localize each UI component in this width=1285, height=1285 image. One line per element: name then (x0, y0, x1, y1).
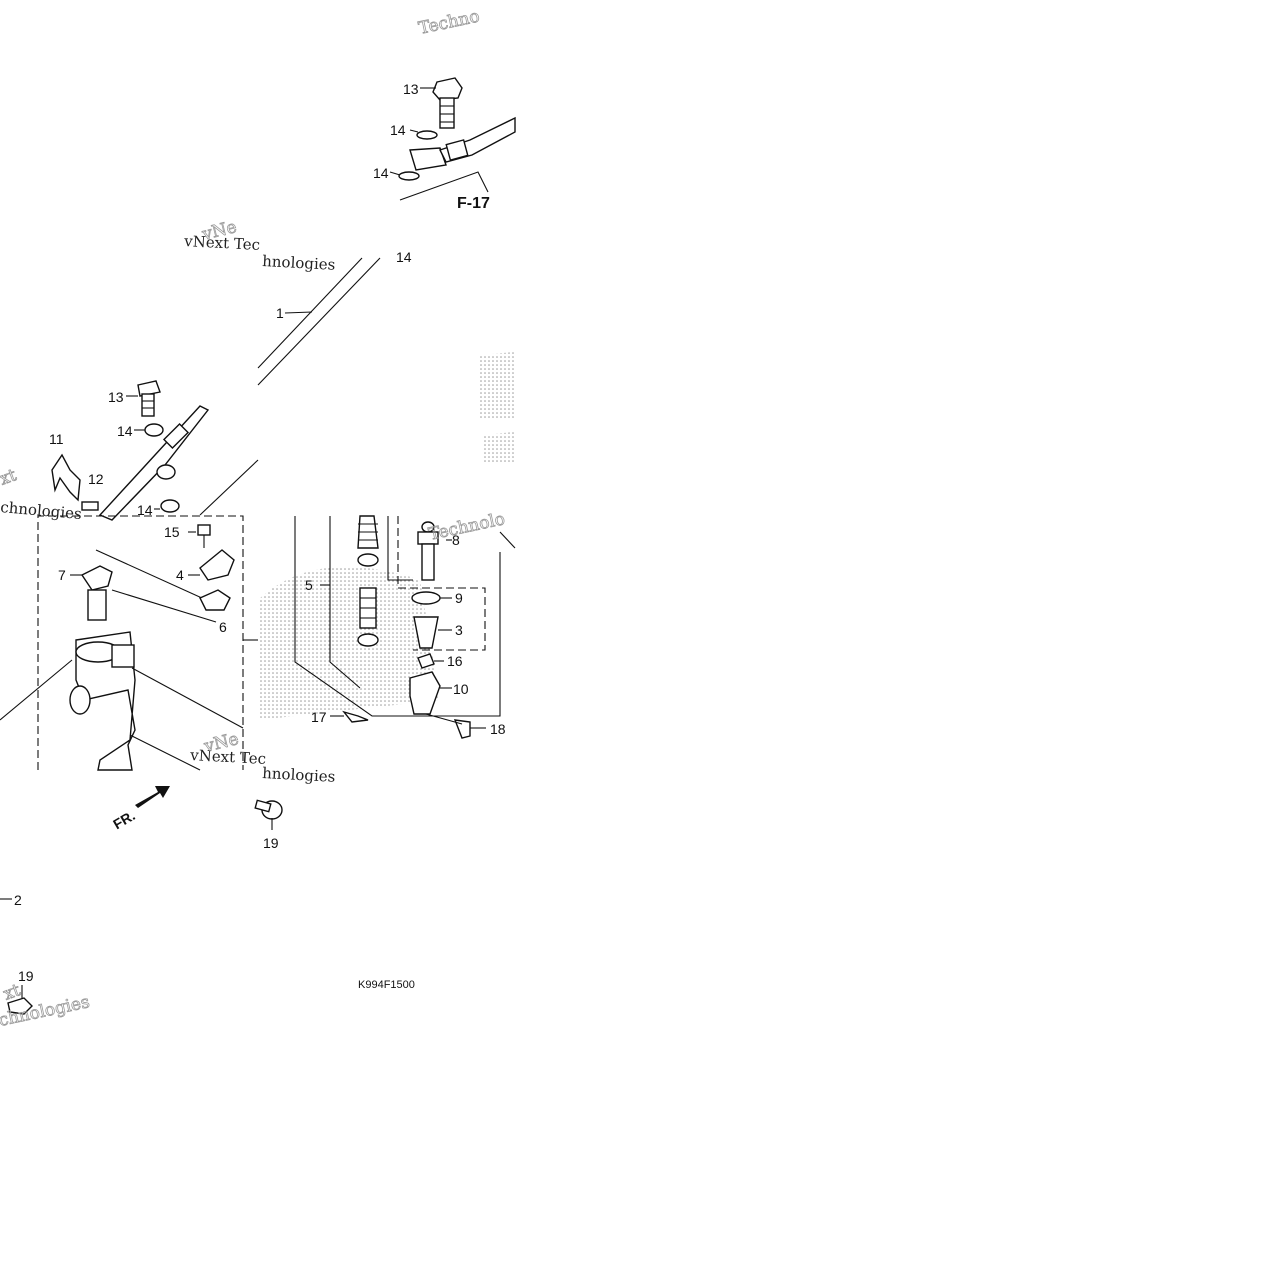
callout-4: 4 (176, 567, 184, 583)
watermark-text: hnologies (262, 252, 336, 274)
watermark-text: hnologies (262, 764, 336, 786)
pushrod-parts (330, 521, 516, 739)
watermark-text: vNext Tec (183, 232, 261, 254)
piston-spring (357, 515, 379, 647)
callout-18: 18 (490, 721, 506, 737)
watermark-text: xt (1, 980, 23, 1004)
callout-16: 16 (447, 653, 463, 669)
callout-7: 7 (58, 567, 66, 583)
callout-14: 14 (390, 122, 406, 138)
watermark-text: vNext Tec (189, 746, 267, 768)
left-banjo-assembly (98, 380, 259, 521)
callout-14: 14 (396, 249, 412, 265)
callout-6: 6 (219, 619, 227, 635)
callout-8: 8 (452, 532, 460, 548)
callout-14: 14 (117, 423, 133, 439)
callout-10: 10 (453, 681, 469, 697)
hose-clamp-bracket (51, 453, 99, 511)
watermark-text: Techno (417, 6, 482, 38)
lower-bolt-19 (7, 985, 33, 1015)
master-cylinder-frame (37, 515, 258, 770)
callout-3: 3 (455, 622, 463, 638)
callout-17: 17 (311, 709, 327, 725)
callout-19: 19 (263, 835, 279, 851)
bolt-19 (254, 799, 283, 830)
background-dot-pattern (258, 352, 515, 720)
callout-2: 2 (14, 892, 22, 908)
fr-label: FR. (110, 807, 138, 832)
callout-labels: 13 14 14 14 1 13 14 11 12 14 15 4 7 6 5 … (14, 81, 506, 984)
callout-1: 1 (276, 305, 284, 321)
callout-12: 12 (88, 471, 104, 487)
callout-19: 19 (18, 968, 34, 984)
top-banjo-assembly (389, 77, 516, 201)
callout-13: 13 (108, 389, 124, 405)
callout-9: 9 (455, 590, 463, 606)
callout-14: 14 (373, 165, 389, 181)
watermark-text: chnologies (0, 498, 82, 523)
callout-11: 11 (49, 431, 64, 447)
watermark-text: xt (0, 465, 19, 489)
reference-f17: F-17 (457, 195, 490, 212)
diaphragm-plate-group (70, 524, 235, 623)
callout-5: 5 (305, 577, 313, 593)
front-direction-arrow (135, 786, 170, 808)
pushrod-frame (294, 516, 501, 717)
callout-14: 14 (137, 502, 153, 518)
master-cylinder-body (0, 631, 244, 771)
callout-13: 13 (403, 81, 419, 97)
drawing-code: K994F1500 (358, 979, 415, 991)
brake-hose (257, 257, 381, 386)
watermark-text: Technolo (427, 509, 507, 545)
callout-15: 15 (164, 524, 180, 540)
